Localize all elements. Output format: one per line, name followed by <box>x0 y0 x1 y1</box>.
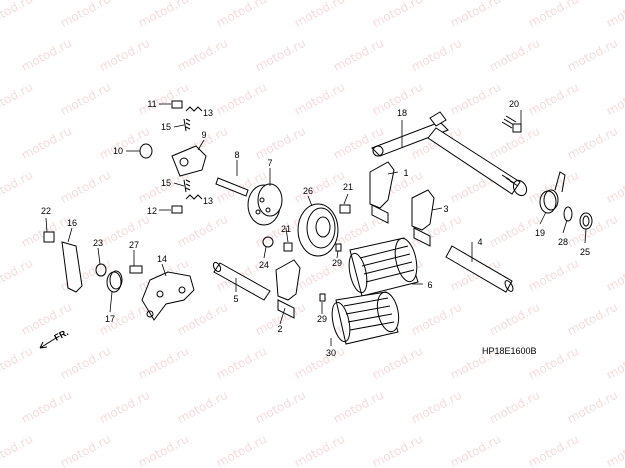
callout-24: 24 <box>259 260 269 270</box>
gearshift-spindle[interactable] <box>371 111 529 198</box>
shift-drum-center-7[interactable] <box>247 183 283 226</box>
shift-drum-6[interactable] <box>346 236 420 297</box>
callout-13: 13 <box>203 108 213 118</box>
nut-10[interactable] <box>139 143 153 159</box>
front-direction-arrow <box>39 337 57 349</box>
pin-29b[interactable] <box>319 293 326 302</box>
washer-28[interactable] <box>563 206 573 222</box>
washer-23[interactable] <box>95 263 107 277</box>
leader-lines <box>45 103 587 346</box>
callout-20: 20 <box>509 99 519 109</box>
shift-fork-3[interactable] <box>411 189 435 247</box>
bolt-22[interactable] <box>43 231 55 243</box>
callout-2: 2 <box>277 324 282 334</box>
shift-fork-2[interactable] <box>275 259 301 319</box>
callout-19: 19 <box>535 228 545 238</box>
shift-drum-30[interactable] <box>329 290 402 345</box>
callout-3: 3 <box>443 204 448 214</box>
shift-fork-1[interactable] <box>369 161 395 224</box>
collar-12[interactable] <box>171 205 183 214</box>
spring-15a[interactable] <box>183 118 191 132</box>
callout-17: 17 <box>105 314 115 324</box>
diagram-code: HP18E1600B <box>482 346 537 356</box>
callout-4: 4 <box>477 237 482 247</box>
gearshift-arm-16[interactable] <box>61 241 83 293</box>
callout-21: 21 <box>281 224 291 234</box>
callout-16: 16 <box>67 218 77 228</box>
shift-fork-shaft-4[interactable] <box>445 245 515 293</box>
callout-30: 30 <box>326 348 336 358</box>
callout-8: 8 <box>234 150 239 160</box>
pin-8[interactable] <box>215 177 249 197</box>
spring-13b[interactable] <box>185 194 203 200</box>
stopper-plate-14[interactable] <box>141 271 195 321</box>
callout-1: 1 <box>403 168 408 178</box>
callout-26: 26 <box>303 186 313 196</box>
bolt-20[interactable] <box>501 115 522 133</box>
callout-23: 23 <box>93 238 103 248</box>
callout-14: 14 <box>157 254 167 264</box>
stopper-arm-9[interactable] <box>171 145 207 177</box>
collar-11[interactable] <box>171 100 183 109</box>
callout-28: 28 <box>558 237 568 247</box>
spring-17[interactable] <box>106 270 123 293</box>
bolt-27[interactable] <box>129 265 143 274</box>
callout-25: 25 <box>580 247 590 257</box>
callout-27: 27 <box>129 240 139 250</box>
callout-6: 6 <box>427 280 432 290</box>
collar-24[interactable] <box>262 236 274 248</box>
callout-13: 13 <box>203 196 213 206</box>
bearing-26[interactable] <box>297 203 339 257</box>
callout-18: 18 <box>397 108 407 118</box>
callout-15: 15 <box>161 178 171 188</box>
callout-10: 10 <box>113 146 123 156</box>
callout-21: 21 <box>343 182 353 192</box>
callout-29: 29 <box>317 314 327 324</box>
spring-15b[interactable] <box>183 179 191 193</box>
callout-22: 22 <box>41 206 51 216</box>
callout-9: 9 <box>201 130 206 140</box>
bolt-21b[interactable] <box>283 242 293 252</box>
pin-29a[interactable] <box>335 243 342 252</box>
washer-25[interactable] <box>579 212 593 230</box>
callout-7: 7 <box>267 158 272 168</box>
callout-29: 29 <box>332 258 342 268</box>
callout-15: 15 <box>161 122 171 132</box>
return-spring-19[interactable] <box>539 171 566 214</box>
callout-12: 12 <box>147 206 157 216</box>
bolt-21a[interactable] <box>339 204 351 214</box>
callout-5: 5 <box>233 294 238 304</box>
callout-11: 11 <box>147 99 156 109</box>
spring-13a[interactable] <box>185 106 203 112</box>
shift-fork-shaft-5[interactable] <box>212 261 271 301</box>
